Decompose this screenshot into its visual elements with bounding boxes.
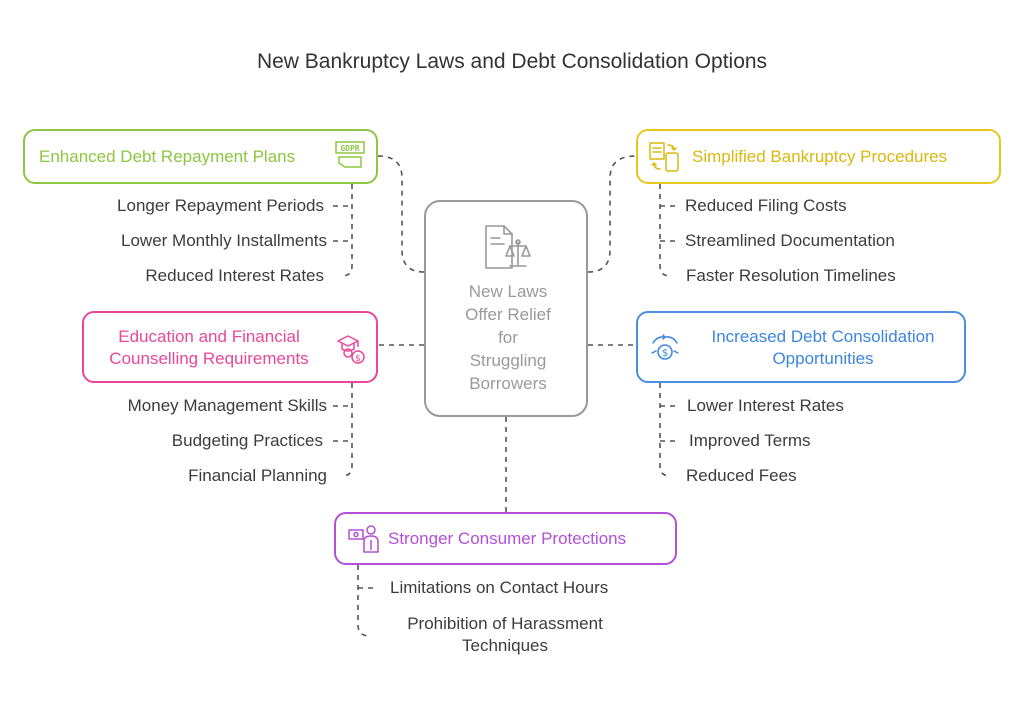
repayment-plans-node: Enhanced Debt Repayment Plans GDPR (23, 129, 378, 184)
list-item: Improved Terms (689, 431, 811, 450)
list-item: Lower Monthly Installments (121, 231, 327, 250)
list-item: Limitations on Contact Hours (390, 578, 609, 597)
list-item: Longer Repayment Periods (117, 196, 324, 215)
diagram-title: New Bankruptcy Laws and Debt Consolidati… (256, 50, 768, 73)
center-node: New Laws Offer Relief for Struggling Bor… (424, 200, 588, 417)
person-money-icon (348, 525, 379, 553)
svg-text:$: $ (662, 348, 668, 359)
law-document-scale-icon (485, 225, 531, 269)
gdpr-document-icon: GDPR (335, 141, 365, 168)
svg-text:$: $ (355, 354, 361, 364)
money-exchange-icon: $ (651, 334, 679, 360)
repayment-plans-label: Enhanced Debt Repayment Plans (39, 146, 296, 166)
document-transfer-icon (649, 142, 679, 172)
list-item: Lower Interest Rates (687, 396, 844, 415)
list-item: Financial Planning (188, 466, 327, 485)
debt-consolidation-label: Increased Debt Consolidation Opportuniti… (711, 327, 935, 368)
list-item: Prohibition of Harassment Techniques (407, 614, 603, 655)
list-item: Streamlined Documentation (685, 231, 895, 250)
list-item: Reduced Fees (686, 466, 797, 485)
education-counselling-node: Education and Financial Counselling Requ… (82, 311, 378, 383)
bankruptcy-procedures-label: Simplified Bankruptcy Procedures (692, 146, 948, 166)
list-item: Faster Resolution Timelines (686, 266, 896, 285)
graduate-money-icon: $ (337, 335, 365, 364)
center-label: New Laws Offer Relief for Struggling Bor… (465, 282, 551, 393)
list-item: Reduced Interest Rates (145, 266, 324, 285)
bankruptcy-procedures-node: Simplified Bankruptcy Procedures (636, 129, 1001, 184)
consumer-protections-node: Stronger Consumer Protections (334, 512, 677, 565)
list-item: Money Management Skills (127, 396, 327, 415)
consumer-protections-label: Stronger Consumer Protections (388, 528, 627, 548)
svg-text:GDPR: GDPR (340, 144, 359, 153)
list-item: Reduced Filing Costs (685, 196, 847, 215)
list-item: Budgeting Practices (171, 431, 323, 450)
debt-consolidation-node: $ Increased Debt Consolidation Opportuni… (636, 311, 966, 383)
education-counselling-label: Education and Financial Counselling Requ… (109, 327, 309, 368)
